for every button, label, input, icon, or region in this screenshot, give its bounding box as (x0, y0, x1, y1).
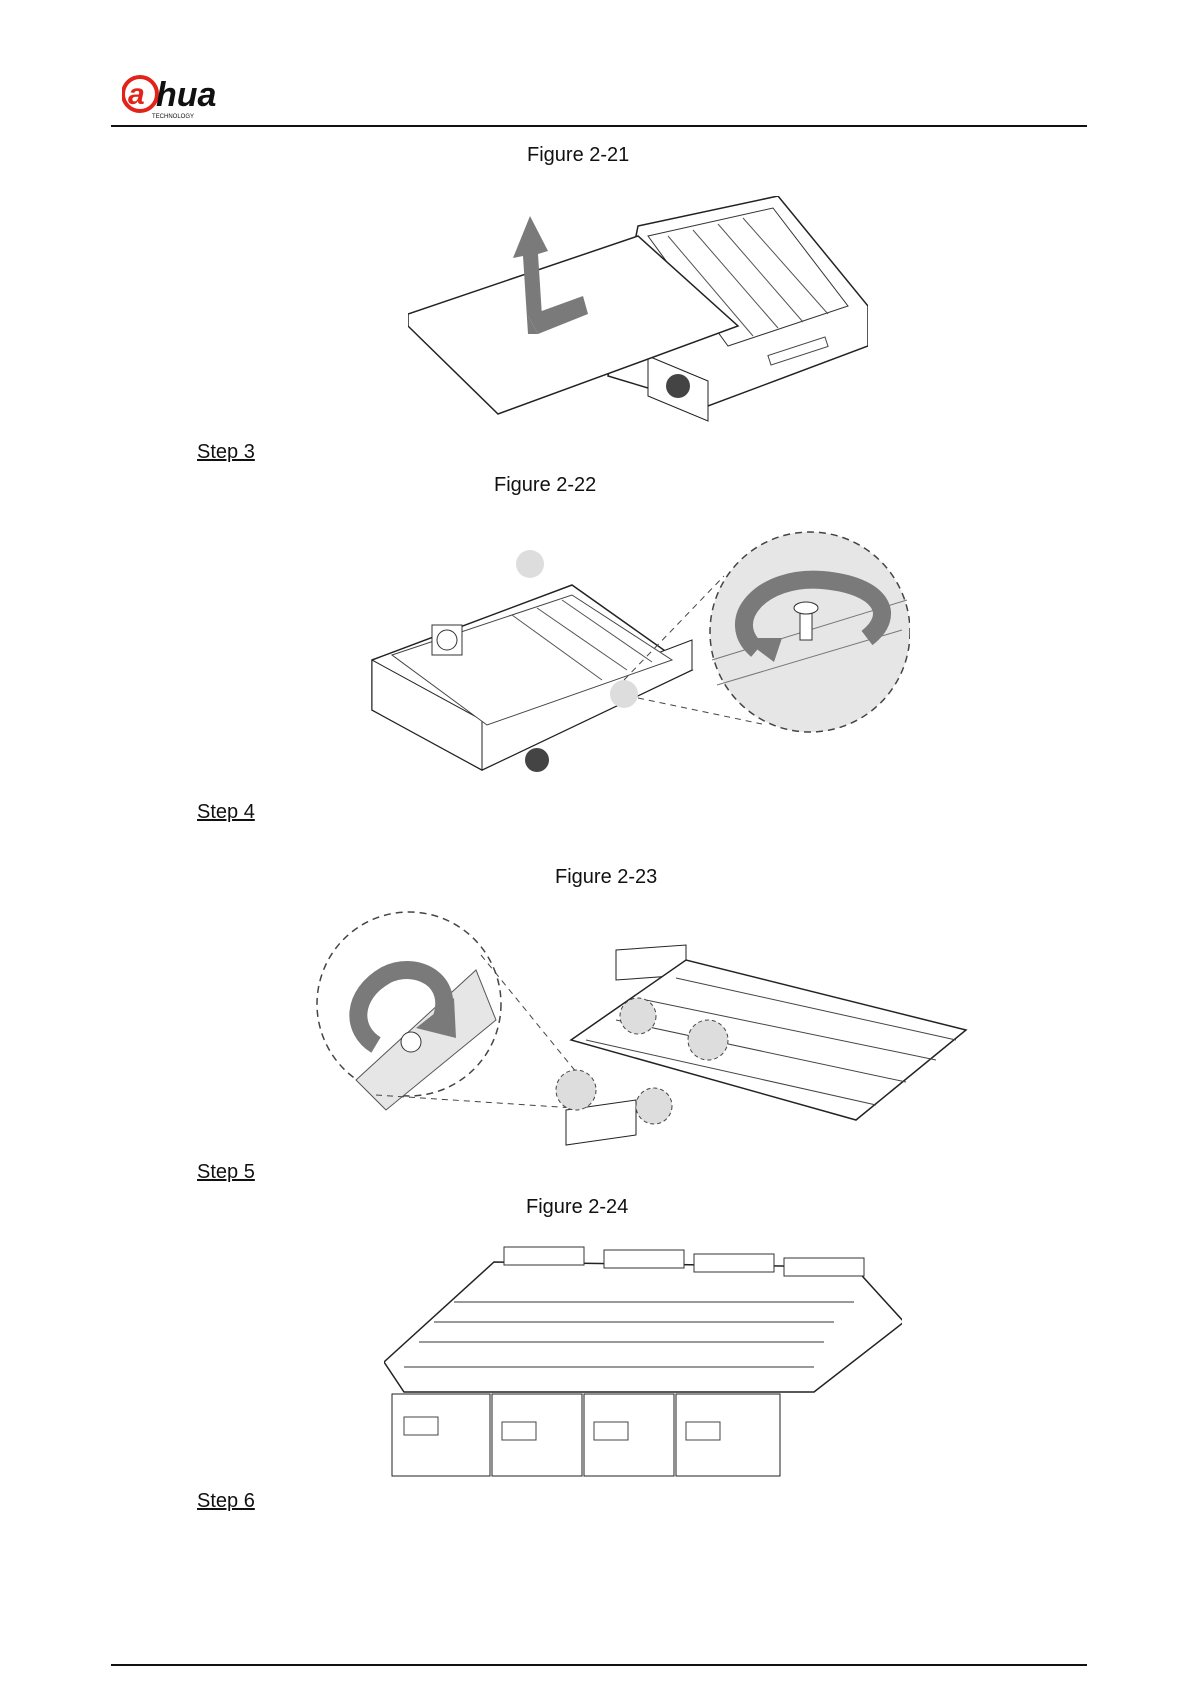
figure-caption: Figure 2-22 (494, 474, 596, 497)
svg-text:hua: hua (156, 76, 216, 114)
dahua-logo: a hua TECHNOLOGY (122, 72, 257, 120)
figure-caption: Figure 2-21 (527, 144, 629, 167)
figure-hdd-array (384, 1242, 902, 1478)
figure-caption: Figure 2-24 (526, 1196, 628, 1219)
step-label: Step 3 (197, 441, 255, 464)
figure-caption: Figure 2-23 (555, 866, 657, 889)
step-label: Step 4 (197, 801, 255, 824)
step-label: Step 6 (197, 1490, 255, 1513)
header-rule (111, 125, 1087, 127)
figure-cover-removal (408, 196, 868, 426)
step-label: Step 5 (197, 1161, 255, 1184)
figure-hdd-bracket (316, 910, 976, 1160)
svg-text:TECHNOLOGY: TECHNOLOGY (152, 114, 194, 120)
svg-text:a: a (128, 78, 145, 111)
figure-screw-removal (362, 520, 910, 800)
footer-rule (111, 1664, 1087, 1666)
